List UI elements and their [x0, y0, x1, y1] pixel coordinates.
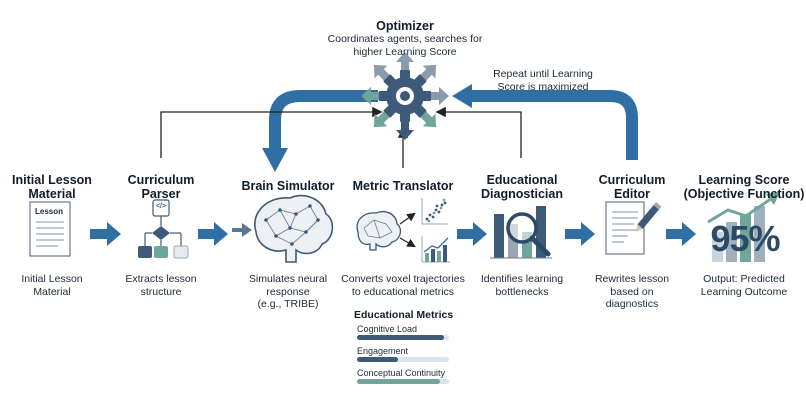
metric-translator-icon [356, 198, 450, 263]
stage-diagnostician-desc: Identifies learning bottlenecks [480, 273, 564, 298]
diagnostician-magnifier-icon [490, 206, 552, 259]
learning-score-value: 95% [710, 218, 780, 259]
educational-metrics-title: Educational Metrics [354, 309, 454, 321]
metric-bar-fill-engagement [357, 357, 399, 362]
loop-arrow-left [269, 90, 378, 150]
score-chart-icon [707, 192, 780, 262]
flow-arrow-5 [565, 222, 595, 246]
optimizer-title: Optimizer [376, 19, 434, 33]
parser-flowchart-icon [138, 199, 189, 259]
thin-arrow-parser [160, 106, 383, 158]
stage-learning-score-desc: Output: Predicted Learning Outcome [700, 273, 788, 298]
flow-arrow-6 [666, 222, 696, 246]
lesson-doc-label: Lesson [35, 207, 64, 216]
brain-simulator-icon [254, 194, 334, 263]
optimizer-gear-icon [361, 52, 449, 140]
stage-initial-lesson-desc: Initial Lesson Material [21, 273, 83, 298]
metric-bar-engagement [357, 357, 449, 362]
flow-arrow-4 [457, 222, 487, 246]
metric-label-conceptual-continuity: Conceptual Continuity [357, 368, 446, 378]
stage-metric-translator-title: Metric Translator [352, 179, 454, 193]
stage-brain-simulator-title: Brain Simulator [241, 179, 335, 193]
stage-initial-lesson-title: Initial Lesson Material [12, 173, 92, 201]
stage-parser-desc: Extracts lesson structure [125, 273, 197, 298]
metric-bar-cognitive-load [357, 335, 449, 340]
metric-bar-fill-cognitive-load [357, 335, 445, 340]
metric-label-cognitive-load: Cognitive Load [357, 324, 418, 334]
editor-document-pencil-icon [605, 201, 662, 255]
flow-arrow-3 [232, 223, 252, 237]
flow-arrow-2 [198, 222, 228, 246]
optimizer-description: Coordinates agents, searches for higher … [327, 33, 483, 58]
metric-bar-fill-conceptual-continuity [357, 379, 440, 384]
stage-diagnostician-title: Educational Diagnostician [481, 173, 563, 201]
repeat-note: Repeat until Learning Score is maximized [493, 68, 593, 93]
stage-metric-translator-desc: Converts voxel trajectories to education… [341, 273, 465, 298]
code-icon: </> [155, 203, 167, 210]
thin-arrow-diagnostician [435, 106, 522, 158]
metric-label-engagement: Engagement [357, 346, 409, 356]
stage-editor-title: Curriculum Editor [598, 173, 666, 201]
stage-brain-simulator-desc: Simulates neural response (e.g., TRIBE) [248, 273, 328, 310]
stage-parser-title: Curriculum Parser [127, 173, 195, 201]
loop-arrow-right-head [452, 84, 472, 108]
loop-arrow-left-head [262, 148, 288, 172]
loop-arrow-right [470, 90, 638, 160]
stage-learning-score-title: Learning Score (Objective Function) [683, 173, 805, 201]
lesson-document-icon [29, 201, 71, 257]
stage-editor-desc: Rewrites lesson based on diagnostics [594, 273, 670, 310]
flow-arrow-1 [90, 222, 121, 246]
metric-bar-conceptual-continuity [357, 379, 449, 384]
